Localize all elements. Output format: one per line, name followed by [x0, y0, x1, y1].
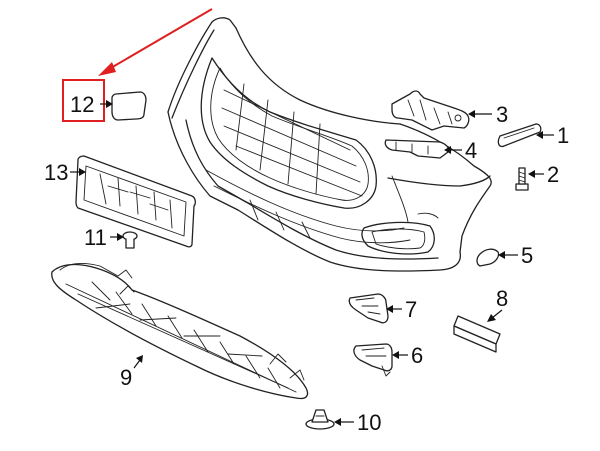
callout-5: 5 [521, 243, 533, 268]
callout-13: 13 [44, 160, 68, 185]
highlight-annotation [62, 8, 213, 122]
part-9-undertray [51, 262, 309, 400]
callout-8: 8 [496, 286, 508, 311]
part-8-seal [453, 315, 501, 353]
part-6-bracket [353, 343, 393, 377]
part-1-trim-strip [497, 123, 542, 148]
part-4-bracket [384, 139, 450, 159]
callout-12: 12 [70, 92, 94, 117]
highlight-arrow-line [103, 8, 213, 73]
callout-3: 3 [496, 102, 508, 127]
bumper-cover [167, 17, 492, 272]
callout-labels: 12 13 11 9 3 1 4 2 5 8 7 6 10 [44, 92, 569, 435]
callout-2: 2 [547, 162, 559, 187]
part-13-license-bracket [75, 155, 196, 248]
callout-4: 4 [465, 138, 477, 163]
part-2-screw [515, 167, 529, 191]
callout-1: 1 [557, 123, 569, 148]
part-11-clip [122, 231, 138, 249]
part-12-cap [111, 91, 147, 121]
highlight-arrow-head [98, 62, 116, 76]
part-7-bracket [348, 293, 389, 324]
callout-10: 10 [357, 410, 381, 435]
part-3-bracket [391, 90, 470, 131]
callout-leaders [70, 100, 554, 426]
part-10-push-clip [305, 409, 335, 430]
highlight-box [62, 79, 105, 122]
callout-11: 11 [84, 225, 107, 250]
callout-7: 7 [405, 297, 417, 322]
callout-6: 6 [411, 343, 423, 368]
callout-9: 9 [120, 365, 132, 390]
part-5-cover [476, 248, 500, 267]
